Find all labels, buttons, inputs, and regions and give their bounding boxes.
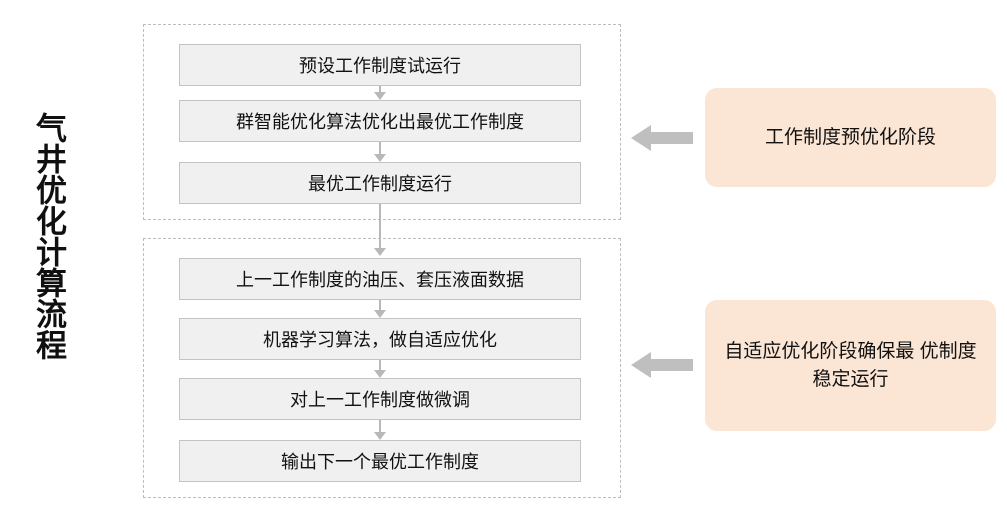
phase-label-adaptive: 自适应优化阶段确保最 优制度稳定运行 bbox=[705, 300, 996, 431]
group-preoptimization bbox=[143, 24, 621, 220]
step-adapt-1[interactable]: 上一工作制度的油压、套压液面数据 bbox=[179, 258, 581, 300]
phase-label-preoptimization: 工作制度预优化阶段 bbox=[705, 88, 996, 187]
left-block-arrow-icon-adaptive bbox=[631, 350, 693, 380]
down-arrow-icon-bridge bbox=[374, 204, 386, 256]
group-adaptive bbox=[143, 238, 621, 498]
step-pre-3[interactable]: 最优工作制度运行 bbox=[179, 162, 581, 204]
step-adapt-2[interactable]: 机器学习算法，做自适应优化 bbox=[179, 318, 581, 360]
connector-stem bbox=[379, 300, 381, 310]
down-arrow-icon bbox=[374, 360, 386, 378]
step-pre-2[interactable]: 群智能优化算法优化出最优工作制度 bbox=[179, 100, 581, 142]
connector-stem bbox=[379, 142, 381, 154]
connector-head bbox=[374, 370, 386, 378]
page-title: 气井优化计算流程 bbox=[31, 112, 66, 360]
connector-head bbox=[374, 432, 386, 440]
connector-stem bbox=[379, 420, 381, 432]
down-arrow-icon bbox=[374, 300, 386, 318]
left-block-arrow-icon-pre bbox=[631, 123, 693, 153]
step-adapt-4[interactable]: 输出下一个最优工作制度 bbox=[179, 440, 581, 482]
connector-head bbox=[374, 92, 386, 100]
connector-head bbox=[374, 154, 386, 162]
down-arrow-icon bbox=[374, 420, 386, 440]
down-arrow-icon bbox=[374, 142, 386, 162]
connector-stem bbox=[379, 86, 381, 92]
down-arrow-icon bbox=[374, 86, 386, 100]
connector-head bbox=[374, 310, 386, 318]
connector-stem bbox=[379, 360, 381, 370]
connector-head bbox=[374, 248, 386, 256]
step-adapt-3[interactable]: 对上一工作制度做微调 bbox=[179, 378, 581, 420]
step-pre-1[interactable]: 预设工作制度试运行 bbox=[179, 44, 581, 86]
connector-stem bbox=[379, 204, 381, 248]
